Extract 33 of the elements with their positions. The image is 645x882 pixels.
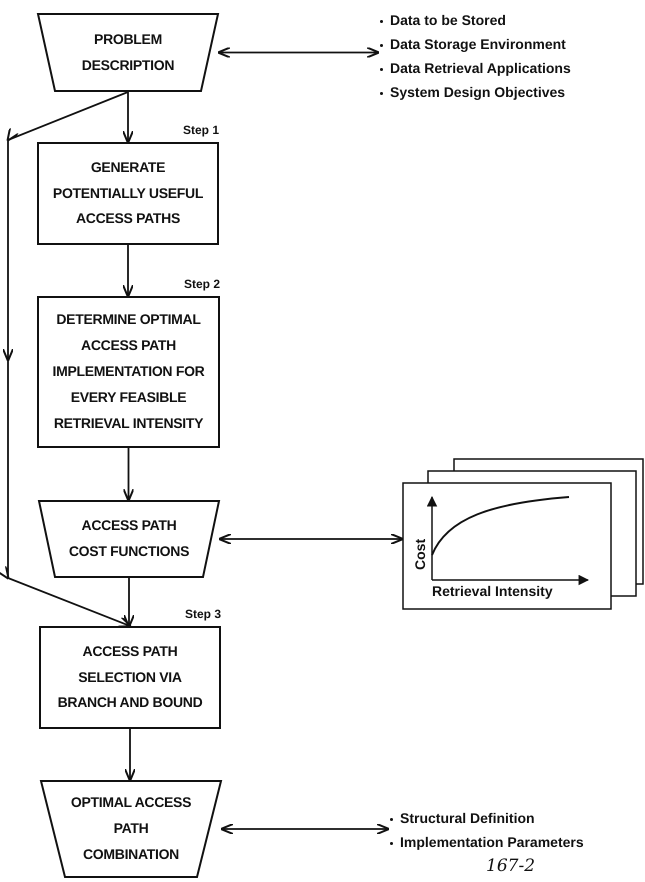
bullet-item: Implementation Parameters: [388, 830, 633, 854]
arrow: [217, 46, 380, 58]
handwritten-note: 167-2: [486, 856, 536, 876]
box-label: PROBLEM DESCRIPTION: [80, 30, 176, 74]
arrow: [122, 92, 134, 144]
arrow: [122, 448, 134, 502]
axis-title: Retrieval Intensity: [432, 583, 553, 599]
arrow: [123, 578, 135, 628]
process-box: [39, 626, 221, 729]
box-label: OPTIMAL ACCESS PATH COMBINATION: [70, 793, 192, 864]
bullet-item: Data to be Stored: [378, 8, 618, 32]
box-label: ACCESS PATH COST FUNCTIONS: [68, 516, 190, 561]
step-label: Step 2: [184, 277, 220, 291]
arrow: [220, 823, 390, 835]
axis-title: Cost: [412, 538, 428, 570]
trapezoid-box: [40, 780, 222, 878]
bullet-item: Structural Definition: [388, 806, 633, 830]
arrow: [124, 729, 136, 782]
trapezoid-box: [38, 500, 220, 578]
box-label: ACCESS PATH SELECTION VIA BRANCH AND BOUND: [56, 642, 204, 712]
box-label: DETERMINE OPTIMAL ACCESS PATH IMPLEMENTATION FOR EVERY FEASIBLE RETRIEVAL INTENSITY: [52, 310, 206, 433]
arrow: [218, 533, 404, 545]
bullet-item: Data Storage Environment: [378, 32, 618, 56]
process-box: [37, 142, 219, 245]
step-label: Step 3: [184, 607, 221, 621]
bullet-item: System Design Objectives: [378, 80, 618, 104]
bullet-item: Data Retrieval Applications: [378, 56, 618, 80]
step-label: Step 1: [182, 123, 219, 137]
arrow: [0, 91, 132, 627]
process-box: [37, 296, 220, 448]
arrow: [122, 245, 134, 298]
box-label: GENERATE POTENTIALLY USEFUL ACCESS PATHS: [52, 158, 204, 228]
trapezoid-box: [37, 13, 219, 92]
